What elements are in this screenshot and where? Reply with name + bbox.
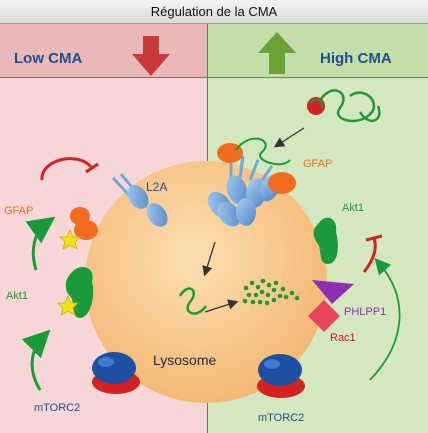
mtorc2-left-icon: [92, 352, 140, 394]
low-cma-header: Low CMA: [14, 50, 83, 67]
akt1-left-icon: [65, 267, 94, 318]
mtorc2-right-icon: [257, 354, 305, 398]
mtorc2-left-label: mTORC2: [34, 402, 81, 414]
lysosome-label: Lysosome: [153, 352, 217, 368]
substrate-protein: [307, 89, 381, 123]
phlpp1-label: PHLPP1: [344, 306, 387, 318]
degradation-arrow: [204, 299, 239, 313]
lysosome: [85, 161, 327, 403]
phospho-star-upper: [59, 228, 81, 250]
l2a-receptor-monomer: [111, 173, 168, 227]
activation-arc-left-lower: [21, 329, 51, 391]
activation-arc-left-upper: [25, 216, 56, 271]
l2a-receptor-multimer: [207, 155, 281, 227]
gfap-left-icon: [70, 207, 98, 240]
gfap-blob-lower: [268, 172, 296, 194]
high-cma-header: High CMA: [320, 50, 392, 67]
inhibition-arc-right: [362, 237, 377, 273]
akt1-right-label: Akt1: [342, 202, 365, 214]
gfap-left-label: GFAP: [4, 205, 34, 217]
akt1-right-icon: [313, 217, 338, 264]
down-arrow-icon: [132, 36, 170, 76]
figure-title: Régulation de la CMA: [0, 0, 428, 24]
up-arrow-icon: [258, 32, 296, 74]
translocation-arrow: [202, 241, 216, 277]
gfap-right-label: GFAP: [303, 158, 333, 170]
gfap-filament: [235, 137, 291, 166]
degraded-peptides: [242, 278, 300, 306]
mtorc2-right-label: mTORC2: [258, 412, 305, 424]
unfolded-substrate: [178, 287, 208, 315]
rac1-label: Rac1: [330, 332, 356, 344]
phlpp1-icon: [312, 280, 354, 304]
phospho-star-lower: [57, 294, 79, 316]
high-cma-header-band: [208, 24, 428, 78]
inhibition-arc-left: [40, 157, 94, 181]
akt1-left-label: Akt1: [6, 290, 29, 302]
rac1-icon: [308, 300, 340, 332]
l2a-label: L2A: [146, 180, 168, 194]
substrate-to-receptor-arrow: [273, 127, 305, 148]
activation-arc-right: [369, 257, 401, 381]
low-cma-header-band: [0, 24, 208, 78]
